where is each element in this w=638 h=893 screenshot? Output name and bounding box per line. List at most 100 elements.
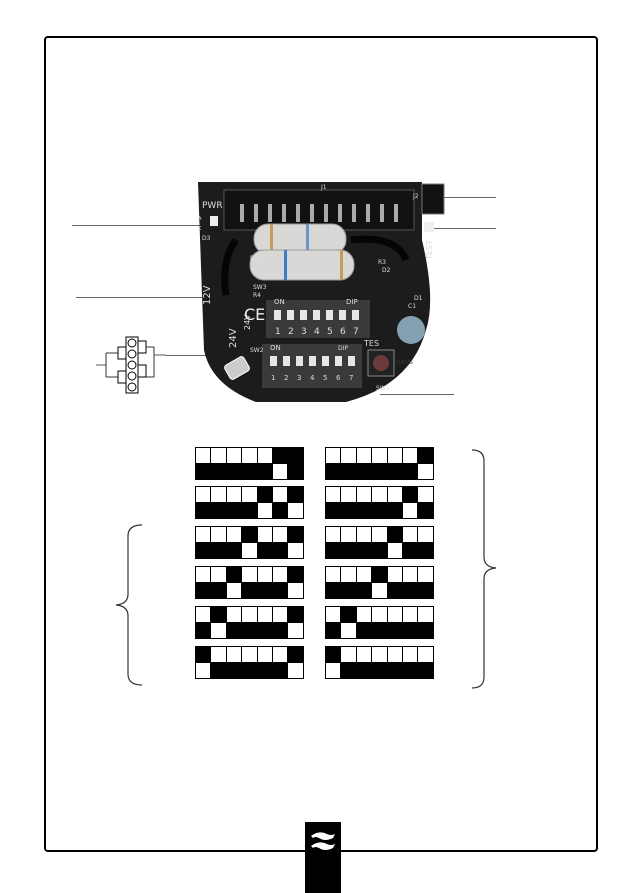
dip-cell xyxy=(256,606,273,623)
dip-cell xyxy=(195,463,212,480)
dip-levers-sw2 xyxy=(270,356,355,366)
dip-cell xyxy=(386,486,403,503)
dip-cell xyxy=(325,606,342,623)
dip-cell xyxy=(225,526,243,543)
dip-cell xyxy=(287,622,304,639)
label-on-b: ON xyxy=(270,344,281,352)
dip-cell xyxy=(401,542,419,559)
dip-cell xyxy=(225,447,243,464)
label-r3: R3 xyxy=(378,259,386,266)
dip-cell xyxy=(210,566,227,583)
dip-cell xyxy=(355,606,373,623)
bracket-left xyxy=(115,524,143,686)
dip-config-5 xyxy=(325,646,434,679)
dip-cell xyxy=(256,622,273,639)
leader-line-jumper xyxy=(166,355,208,356)
label-pwr: PWR xyxy=(202,201,223,211)
dip-config-5 xyxy=(195,646,304,679)
dip-cell xyxy=(256,447,273,464)
dip-cell xyxy=(371,566,388,583)
label-j2: J2 xyxy=(412,193,419,200)
label-24v-b: 24V xyxy=(243,314,252,330)
indicator-led xyxy=(397,316,425,344)
dip-cell xyxy=(195,502,212,519)
label-24v-a: 24V xyxy=(228,328,239,348)
dip-cell xyxy=(417,606,434,623)
label-sw2: SW2 xyxy=(250,347,264,354)
dip-row-bottom xyxy=(195,582,304,599)
dip-cell xyxy=(225,542,243,559)
label-r4: R4 xyxy=(253,292,261,299)
dip-cell xyxy=(210,622,227,639)
dip-cell xyxy=(271,566,289,583)
dip-config-4 xyxy=(195,606,304,639)
dip-cell xyxy=(371,622,388,639)
dip-cell xyxy=(241,486,258,503)
dip-cell xyxy=(340,447,357,464)
dip-cell xyxy=(340,566,357,583)
dip-cell xyxy=(225,622,243,639)
dip-cell xyxy=(386,526,403,543)
dip-row-top xyxy=(195,526,304,543)
dip-cell xyxy=(271,662,289,679)
leader-line-voltage xyxy=(76,297,206,298)
page-frame xyxy=(44,36,598,852)
svg-text:1: 1 xyxy=(271,374,275,382)
dip-cell xyxy=(401,582,419,599)
dip-cell xyxy=(417,486,434,503)
dip-cell xyxy=(401,662,419,679)
dip-cell xyxy=(287,526,304,543)
dip-cell xyxy=(340,622,357,639)
jumper-pin-svg xyxy=(96,336,166,394)
dip-config-0 xyxy=(325,447,434,480)
dip-cell xyxy=(386,582,403,599)
dip-cell xyxy=(355,447,373,464)
dip-cell xyxy=(355,526,373,543)
dip-cell xyxy=(371,582,388,599)
dip-row-top xyxy=(195,646,304,663)
dip-cell xyxy=(325,646,342,663)
dip-cell xyxy=(256,582,273,599)
dip-cell xyxy=(225,606,243,623)
dip-cell xyxy=(287,566,304,583)
dip-cell xyxy=(195,582,212,599)
label-c1: C1 xyxy=(408,303,416,310)
dip-cell xyxy=(241,502,258,519)
dip-row-top xyxy=(195,447,304,464)
dip-cell xyxy=(401,646,419,663)
dip-cell xyxy=(287,502,304,519)
label-sw3: SW3 xyxy=(253,284,267,291)
dip-cell xyxy=(210,502,227,519)
dip-cell xyxy=(210,582,227,599)
connector-pins xyxy=(240,204,398,222)
dip-cell xyxy=(287,542,304,559)
dip-cell xyxy=(401,486,419,503)
dip-cell xyxy=(371,526,388,543)
svg-text:2: 2 xyxy=(284,374,288,382)
leader-line-test xyxy=(432,228,496,229)
dip-cell xyxy=(417,662,434,679)
label-test-b: TES xyxy=(363,339,379,348)
dip-cell xyxy=(210,526,227,543)
dip-cell xyxy=(355,502,373,519)
dip-cell xyxy=(340,646,357,663)
dip-levers-sw3 xyxy=(274,310,359,320)
resistor-r3 xyxy=(249,249,355,281)
dip-cell xyxy=(195,662,212,679)
dip-config-0 xyxy=(195,447,304,480)
dip-cell xyxy=(287,582,304,599)
dip-cell xyxy=(287,662,304,679)
dip-cell xyxy=(271,463,289,480)
dip-numbers-sw3: 1 2 3 4 5 6 7 xyxy=(275,327,359,337)
dip-cell xyxy=(401,447,419,464)
dip-cell xyxy=(287,486,304,503)
pcb-board-svg: J1 PWR A K D3 R2 SW3 R4 R3 12V 24V 24V C… xyxy=(198,182,445,402)
dip-cell xyxy=(401,502,419,519)
dip-cell xyxy=(325,582,342,599)
bracket-right xyxy=(471,449,497,689)
dip-cell xyxy=(386,542,403,559)
dip-row-bottom xyxy=(195,463,304,480)
dip-numbers-sw2: 1 2 3 4 5 6 7 xyxy=(271,374,353,382)
label-d3: D3 xyxy=(202,235,211,242)
dip-cell xyxy=(287,447,304,464)
